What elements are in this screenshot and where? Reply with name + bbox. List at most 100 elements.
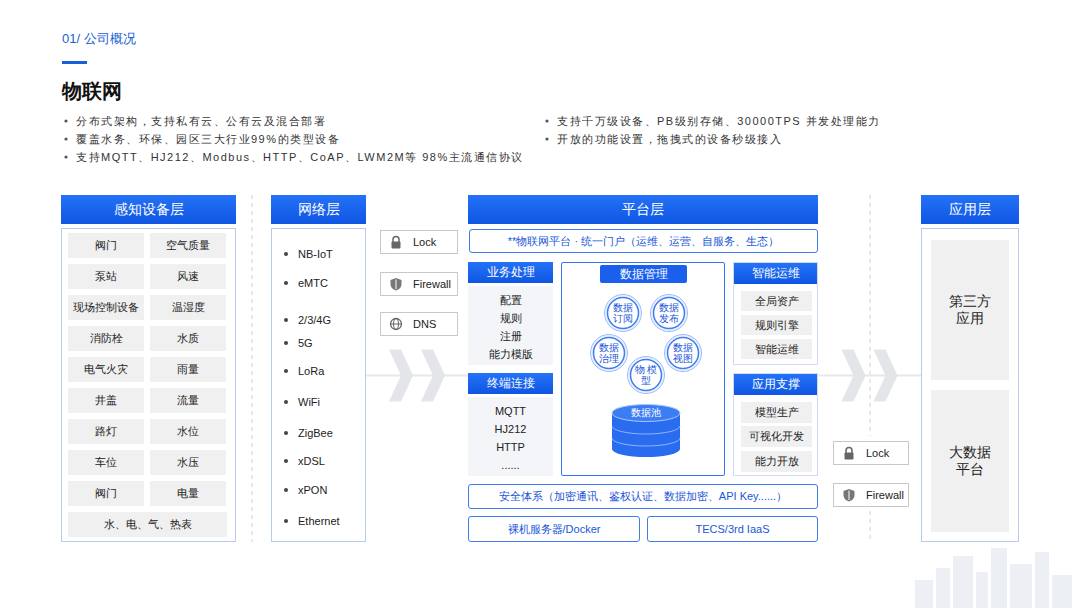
header-bar: 智能运维 [734, 263, 817, 284]
bar-text: 裸机服务器/Docker [508, 522, 601, 537]
security-box: Firewall [380, 272, 458, 296]
flow-connector [366, 350, 468, 402]
circle-text: 数据 订阅 [610, 302, 636, 325]
flow-connector [818, 350, 921, 402]
item-text: 电气火灾 [84, 362, 128, 377]
module-title: 应用支撑 [752, 376, 800, 393]
city-skyline [915, 548, 1072, 608]
app-text: 大数据 平台 [946, 444, 994, 479]
accent-bar [62, 61, 87, 64]
header-bar: 业务处理 [468, 262, 553, 283]
item-box: 可视化开发 [741, 426, 812, 447]
item-box: 井盖 [68, 388, 144, 413]
item-box: 水压 [150, 450, 226, 475]
layer-title: 网络层 [298, 201, 340, 219]
bar-text: TECS/3rd IaaS [696, 523, 770, 535]
bar-box: 裸机服务器/Docker [468, 516, 640, 542]
feature-bullet: 覆盖水务、环保、园区三大行业99%的类型设备 [76, 132, 340, 146]
module-box: 智能运维全局资产规则引擎智能运维 [733, 262, 818, 365]
bullet-dot [284, 459, 288, 463]
security-text: DNS [413, 318, 436, 330]
item-box: 流量 [150, 388, 226, 413]
module-title-pill: 数据管理 [600, 265, 687, 283]
network-item: WiFi [298, 394, 320, 410]
app-box: 大数据 平台 [931, 390, 1009, 532]
item-box: 风速 [150, 264, 226, 289]
circle-text: 数据 视图 [670, 342, 696, 365]
data-circle: 数据 发布 [650, 294, 688, 332]
network-item: ZigBee [298, 425, 333, 441]
section-label: 01/ 公司概况 [62, 32, 136, 46]
lock-body [845, 453, 854, 460]
lock-shackle [393, 237, 399, 243]
data-circle: 数据 视图 [664, 334, 702, 372]
item-text: 规则引擎 [755, 318, 799, 333]
module-item: 配置 [500, 291, 522, 309]
globe-equator [391, 324, 402, 325]
layer-title: 平台层 [622, 201, 664, 219]
bullet-dot [284, 281, 288, 285]
bullet-dot [284, 369, 288, 373]
module-item: ...... [501, 456, 519, 474]
shield-mark [396, 280, 397, 290]
module-item: MQTT [495, 402, 526, 420]
layer-panel: 网络层NB-IoTeMTC2/3/4G5GLoRaWiFiZigBeexDSLx… [271, 195, 366, 542]
item-box: 智能运维 [741, 339, 812, 359]
security-text: Lock [413, 236, 436, 248]
bar-text: **物联网平台 · 统一门户（运维、运营、自服务、生态） [508, 234, 779, 249]
module-item: HTTP [496, 438, 525, 456]
module-title: 终端连接 [487, 375, 535, 392]
item-text: 可视化开发 [749, 429, 804, 444]
item-box: 泵站 [68, 264, 144, 289]
module-item: HJ212 [495, 420, 527, 438]
layer-panel: 平台层**物联网平台 · 统一门户（运维、运营、自服务、生态）业务处理配置规则注… [468, 195, 818, 542]
bullet-dot [64, 155, 67, 158]
feature-bullet: 支持千万级设备、PB级别存储、30000TPS 并发处理能力 [557, 114, 881, 128]
circle-glow [591, 335, 628, 372]
layer-panel: 应用层第三方 应用大数据 平台 [921, 195, 1019, 542]
item-text: 模型生产 [755, 405, 799, 420]
shield-shape [844, 489, 855, 502]
layer-title: 感知设备层 [114, 201, 184, 219]
item-text: 全局资产 [755, 294, 799, 309]
item-text: 空气质量 [166, 238, 210, 253]
header-bar: 应用支撑 [734, 374, 817, 395]
module-box: 数据管理数据 订阅数据 发布数据 治理 数据 视图物 模型数据池 [561, 262, 725, 476]
item-text: 温湿度 [172, 300, 205, 315]
circle-ring [654, 298, 685, 329]
data-pool-cylinder: 数据池 [611, 404, 681, 458]
data-circle: 数据 订阅 [604, 294, 642, 332]
circle-text: 数据 发布 [656, 302, 682, 325]
connector-line [366, 375, 468, 377]
dashed-divider [870, 195, 871, 436]
security-icon [842, 446, 856, 460]
item-text: 现场控制设备 [73, 300, 139, 315]
security-box: DNS [380, 312, 458, 336]
pool-text: 数据池 [631, 407, 661, 461]
item-text: 车位 [95, 455, 117, 470]
module-title: 数据管理 [620, 266, 668, 283]
module-body: MQTTHJ212HTTP...... [468, 397, 553, 476]
layer-panel: 感知设备层阀门空气质量泵站风速现场控制设备温湿度消防栓水质电气火灾雨量井盖流量路… [61, 195, 236, 542]
module-item: 能力模版 [489, 345, 533, 363]
chevron-head [874, 350, 898, 402]
network-item: xDSL [298, 453, 325, 469]
bullet-dot [545, 119, 548, 122]
app-box: 第三方 应用 [931, 240, 1009, 380]
header-bar: 网络层 [271, 195, 366, 224]
item-box: 水、电、气、热表 [68, 512, 227, 537]
network-item: Ethernet [298, 513, 340, 529]
item-text: 水压 [177, 455, 199, 470]
circle-ring [594, 338, 625, 369]
data-circle: 数据 治理 [590, 334, 628, 372]
header-bar: 平台层 [468, 195, 818, 224]
bar-box: 安全体系（加密通讯、鉴权认证、数据加密、API Key......） [468, 484, 818, 509]
circle-text: 物 模型 [633, 364, 659, 387]
dashed-divider [870, 511, 871, 542]
chevron-head [421, 350, 445, 402]
feature-bullet: 分布式架构，支持私有云、公有云及混合部署 [76, 114, 326, 128]
bullet-dot [284, 431, 288, 435]
network-item: 5G [298, 335, 313, 351]
item-box: 水质 [150, 326, 226, 351]
